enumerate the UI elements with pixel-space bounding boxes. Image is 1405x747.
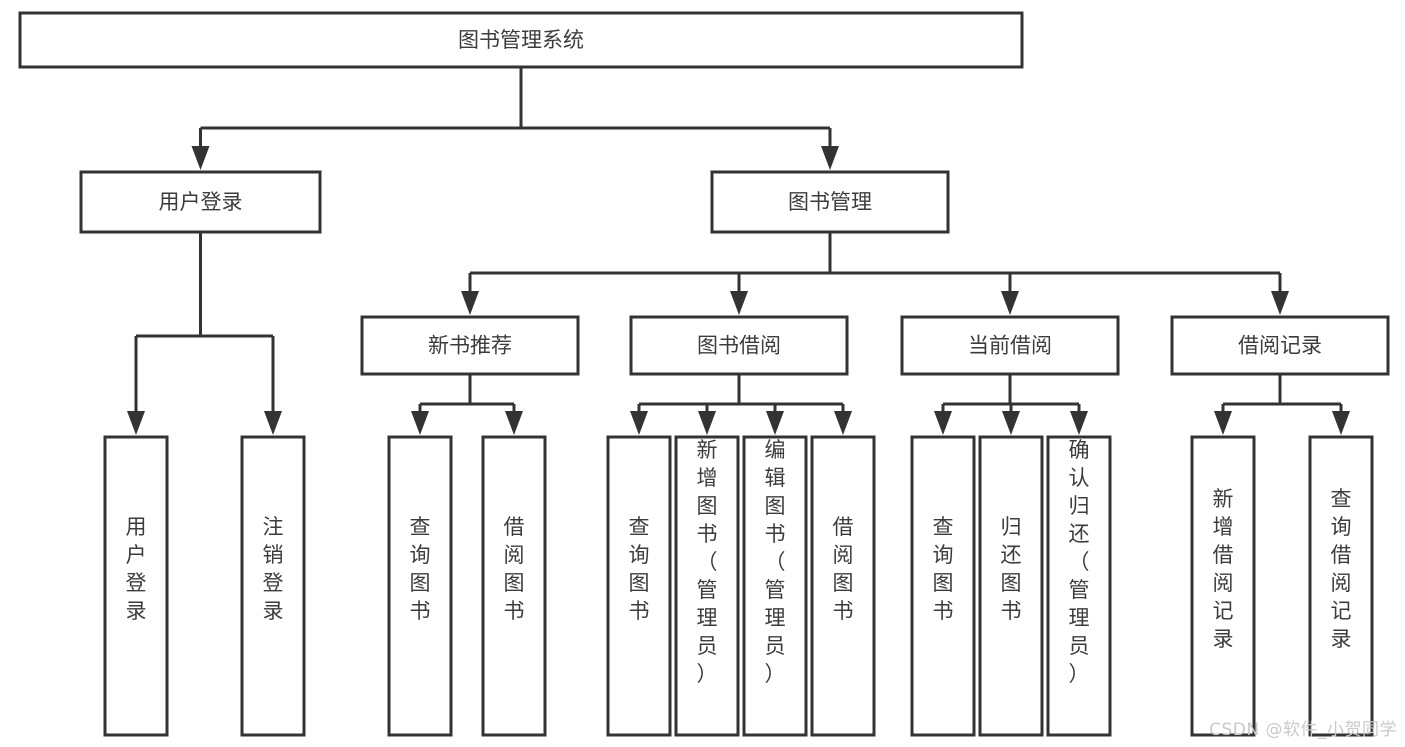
arrow-head <box>698 411 716 435</box>
edge-group-new-book-recommend <box>411 374 523 435</box>
node-label: 借阅图书 <box>833 515 854 623</box>
arrow-head <box>1070 411 1088 435</box>
node-label: 编辑图书（管理员） <box>765 438 786 686</box>
node-box <box>978 435 1044 737</box>
arrow-head <box>1214 411 1232 435</box>
edge-group-borrow-record <box>1214 374 1350 435</box>
arrow-head <box>191 146 210 170</box>
node-label: 新增图书（管理员） <box>697 438 718 686</box>
node-leaf-borrow-book-1[interactable]: 借阅图书 <box>481 435 547 737</box>
node-label: 新增借阅记录 <box>1213 487 1234 651</box>
node-new-book-recommend[interactable]: 新书推荐 <box>360 315 580 376</box>
node-user-login[interactable]: 用户登录 <box>79 170 322 234</box>
edge-group-book-borrow <box>630 374 852 435</box>
arrow-head <box>630 411 648 435</box>
arrow-head <box>1001 291 1019 315</box>
edge-group-book-manage <box>461 232 1289 315</box>
node-box <box>710 170 950 234</box>
node-label: 图书管理 <box>788 190 872 214</box>
node-box <box>240 435 306 737</box>
node-leaf-add-borrow-record[interactable]: 新增借阅记录 <box>1190 435 1256 737</box>
node-box <box>79 170 322 234</box>
node-box <box>1170 315 1390 376</box>
node-box <box>18 11 1024 69</box>
node-label: 用户登录 <box>126 515 147 623</box>
node-label: 查询图书 <box>410 515 431 623</box>
node-leaf-add-book-admin[interactable]: 新增图书（管理员） <box>674 435 740 737</box>
arrow-head <box>1332 411 1350 435</box>
node-box <box>810 435 876 737</box>
arrow-head <box>766 411 784 435</box>
node-leaf-borrow-book-2[interactable]: 借阅图书 <box>810 435 876 737</box>
arrow-head <box>127 411 145 435</box>
node-box <box>481 435 547 737</box>
arrow-head <box>411 411 429 435</box>
node-box <box>742 435 808 737</box>
node-label: 借阅记录 <box>1238 334 1322 358</box>
node-label: 当前借阅 <box>968 334 1052 358</box>
node-label: 归还图书 <box>1001 515 1022 623</box>
node-current-borrow[interactable]: 当前借阅 <box>900 315 1120 376</box>
node-leaf-query-borrow-record[interactable]: 查询借阅记录 <box>1308 435 1374 737</box>
node-label: 图书管理系统 <box>458 28 584 52</box>
node-root[interactable]: 图书管理系统 <box>18 11 1024 69</box>
node-label: 借阅图书 <box>504 515 525 623</box>
node-box <box>1190 435 1256 737</box>
nodes-layer: 图书管理系统用户登录图书管理新书推荐图书借阅当前借阅借阅记录用户登录注销登录查询… <box>18 11 1390 737</box>
node-label: 查询图书 <box>933 515 954 623</box>
node-borrow-record[interactable]: 借阅记录 <box>1170 315 1390 376</box>
node-box <box>900 315 1120 376</box>
arrow-head <box>934 411 952 435</box>
arrow-head <box>505 411 523 435</box>
node-label: 确认归还（管理员） <box>1069 438 1090 686</box>
arrow-head <box>1002 411 1020 435</box>
arrow-head <box>834 411 852 435</box>
node-box <box>674 435 740 737</box>
node-label: 注销登录 <box>263 515 284 623</box>
arrow-head <box>730 291 748 315</box>
node-box <box>387 435 453 737</box>
edge-group-current-borrow <box>934 374 1088 435</box>
arrow-head <box>1271 291 1289 315</box>
node-box <box>1046 435 1112 737</box>
node-label: 查询图书 <box>629 515 650 623</box>
node-label: 查询借阅记录 <box>1331 487 1352 651</box>
node-label: 图书借阅 <box>697 334 781 358</box>
watermark-label: CSDN @软件_小贺同学 <box>1209 720 1397 740</box>
edge-group-root <box>191 67 839 170</box>
node-box <box>606 435 672 737</box>
arrow-head <box>461 291 479 315</box>
node-box <box>103 435 169 737</box>
node-leaf-return-book[interactable]: 归还图书 <box>978 435 1044 737</box>
node-leaf-user-login[interactable]: 用户登录 <box>103 435 169 737</box>
arrow-head <box>264 411 282 435</box>
node-book-manage[interactable]: 图书管理 <box>710 170 950 234</box>
node-box <box>360 315 580 376</box>
node-leaf-query-book-1[interactable]: 查询图书 <box>387 435 453 737</box>
node-leaf-query-book-2[interactable]: 查询图书 <box>606 435 672 737</box>
arrow-head <box>821 146 839 170</box>
node-label: 用户登录 <box>159 190 243 214</box>
node-box <box>910 435 976 737</box>
edges-layer <box>127 67 1350 435</box>
node-label: 新书推荐 <box>428 334 512 358</box>
node-leaf-confirm-return-admin[interactable]: 确认归还（管理员） <box>1046 435 1112 737</box>
node-leaf-query-book-3[interactable]: 查询图书 <box>910 435 976 737</box>
edge-group-user-login <box>127 232 282 435</box>
node-leaf-edit-book-admin[interactable]: 编辑图书（管理员） <box>742 435 808 737</box>
node-leaf-logout-login[interactable]: 注销登录 <box>240 435 306 737</box>
node-box <box>1308 435 1374 737</box>
node-book-borrow[interactable]: 图书借阅 <box>629 315 849 376</box>
node-box <box>629 315 849 376</box>
